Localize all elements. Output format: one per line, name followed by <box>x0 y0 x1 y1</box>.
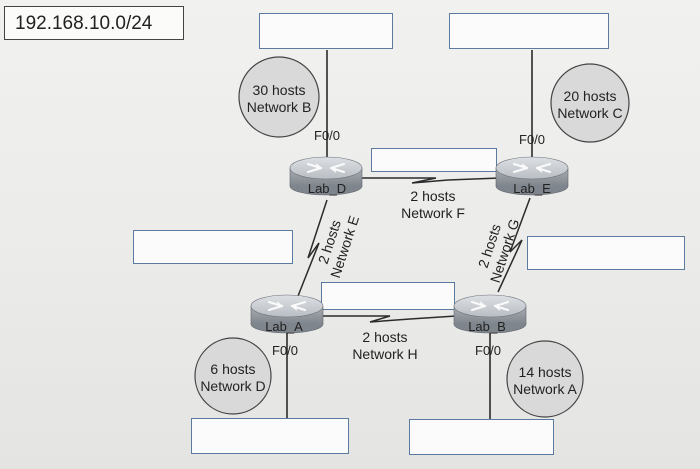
network-d-name: Network D <box>200 378 265 394</box>
network-h-answer-box[interactable] <box>321 282 455 310</box>
lan-network-b: 30 hosts Network B <box>238 56 320 138</box>
lan-network-a: 14 hosts Network A <box>506 340 584 418</box>
network-h-serial-link <box>320 315 457 323</box>
network-a-answer-box[interactable] <box>409 419 554 455</box>
network-d-circle <box>194 337 272 415</box>
router-label-lab-d: Lab_D <box>308 181 346 196</box>
network-e-serial-link <box>297 199 328 297</box>
network-g-serial-link <box>497 197 531 293</box>
network-f-serial-link <box>362 177 501 184</box>
network-b-circle <box>238 56 320 138</box>
network-d-hosts: 6 hosts <box>210 361 255 377</box>
network-f-answer-box[interactable] <box>371 148 497 172</box>
network-f-hosts: 2 hosts <box>410 188 455 204</box>
network-f-name: Network F <box>401 205 465 221</box>
router-label-lab-a: Lab_A <box>265 319 303 334</box>
network-a-circle <box>506 340 584 418</box>
port-label-lab-e: F0/0 <box>519 132 545 147</box>
router-label-lab-e: Lab_E <box>513 181 551 196</box>
network-h-name: Network H <box>352 346 417 362</box>
network-b-answer-box[interactable] <box>259 13 393 49</box>
network-a-hosts: 14 hosts <box>519 364 572 380</box>
network-d-answer-box[interactable] <box>191 418 349 454</box>
network-a-name: Network A <box>513 381 577 397</box>
network-b-name: Network B <box>247 99 312 115</box>
network-g-answer-box[interactable] <box>527 236 685 270</box>
lan-network-c: 20 hosts Network C <box>550 63 630 143</box>
port-label-lab-b: F0/0 <box>475 343 501 358</box>
lan-links <box>286 50 533 419</box>
network-c-answer-box[interactable] <box>449 13 609 49</box>
network-address-title: 192.168.10.0/24 <box>4 6 184 40</box>
network-b-hosts: 30 hosts <box>253 82 306 98</box>
network-c-hosts: 20 hosts <box>564 88 617 104</box>
lan-network-d: 6 hosts Network D <box>194 337 272 415</box>
network-h-hosts: 2 hosts <box>362 329 407 345</box>
port-label-lab-a: F0/0 <box>272 343 298 358</box>
network-c-circle <box>550 63 630 143</box>
wan-links <box>297 177 531 323</box>
router-label-lab-b: Lab_B <box>468 319 506 334</box>
network-c-name: Network C <box>557 105 622 121</box>
network-e-answer-box[interactable] <box>133 230 293 264</box>
port-label-lab-d: F0/0 <box>314 128 340 143</box>
